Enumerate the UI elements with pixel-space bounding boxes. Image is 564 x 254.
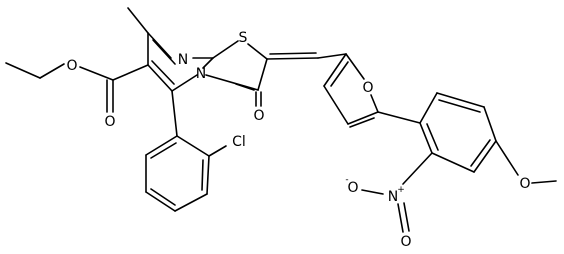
- bond-a1-a2: [176, 135, 210, 157]
- bond-o-methyl: [531, 180, 557, 184]
- bond-cester-ch-inner: [151, 60, 175, 85]
- bond-p6-p1: [419, 122, 433, 154]
- bond-ccarbonyl-oether: [79, 66, 114, 81]
- bond-a6-a1: [145, 135, 178, 156]
- bond-a4-a5: [145, 191, 176, 212]
- thiazolone-ring: [205, 40, 268, 107]
- atom-o-keto: O: [253, 108, 264, 124]
- bond-s-cylidene: [247, 43, 268, 60]
- bond-a6-a1-double: [150, 142, 177, 159]
- atom-n-pyrimidine: N: [178, 52, 188, 68]
- bond-nnitro-otop: [361, 189, 384, 195]
- bond-cylidene-ccarbonyl: [257, 58, 268, 91]
- atom-n-nitro: N: [388, 189, 398, 205]
- bond-p2-p3-double: [438, 99, 481, 113]
- charge-o-nitro-top: -: [345, 175, 348, 185]
- bond-p5-p6: [431, 152, 475, 173]
- bond-p4-p5-double: [470, 139, 491, 167]
- bond-nnitro-obottom-a: [397, 203, 404, 233]
- bond-aryl-o: [495, 140, 519, 176]
- atom-o-ester-ether: O: [66, 58, 77, 74]
- bond-a2-a3-double: [201, 159, 204, 191]
- atom-n-fusion: N: [196, 66, 206, 82]
- bond-a4-a5-double: [150, 188, 176, 206]
- bond-ch-aryl: [171, 90, 178, 137]
- atom-s-thiazole: S: [239, 30, 248, 46]
- bond-oether-ch2: [39, 63, 65, 79]
- bond-p3-p4: [483, 106, 497, 142]
- atom-o-furan: O: [362, 80, 373, 96]
- furan-ring: [317, 53, 379, 128]
- pyrimidine-ring: [147, 32, 214, 92]
- atom-o-ester-carbonyl: O: [104, 114, 115, 130]
- bond-ring-ccarbonyl: [112, 64, 149, 81]
- bond-p6-p1-double: [426, 123, 439, 151]
- bond-c5-c4: [347, 111, 379, 125]
- bond-aryl-nnitro: [402, 152, 433, 185]
- methoxy-group: [495, 140, 557, 184]
- bond-p1-p2: [419, 92, 438, 124]
- ethyl-ester: [5, 62, 149, 113]
- bond-n-cmethyl-double: [152, 39, 176, 65]
- bond-c-s: [212, 40, 239, 59]
- bond-c4-c3: [323, 85, 349, 125]
- bond-aryl-cl: [208, 145, 227, 157]
- bond-nfusion-ccarbonyl-seg: [235, 83, 255, 91]
- bond-o-c5: [370, 94, 379, 113]
- bond-c3-c2: [323, 53, 347, 87]
- bond-c2-o: [345, 53, 365, 80]
- bond-n-cmethyl: [147, 32, 172, 59]
- bond-methyl: [127, 7, 149, 34]
- bond-ch2-ch3: [5, 62, 41, 79]
- bond-nnitro-obottom-b: [403, 202, 410, 232]
- chlorophenyl-ring: [145, 90, 227, 212]
- bond-cester-ch: [147, 64, 173, 92]
- bond-ch-furanc2: [317, 53, 347, 59]
- atom-o-methoxy: O: [519, 176, 530, 192]
- bond-a3-a4: [174, 193, 208, 212]
- bond-p2-p3: [436, 92, 485, 108]
- bond-ccarbonyl-nfusion: [205, 74, 259, 91]
- bond-ylidene-double-a: [266, 57, 319, 60]
- bond-nfusion-c: [202, 57, 214, 69]
- atom-o-nitro-bottom: O: [400, 234, 411, 250]
- methylidene-linker: [266, 52, 319, 60]
- bond-ch-nfusion: [171, 74, 198, 92]
- atom-cl: Cl: [232, 134, 246, 150]
- bond-c3-c2-double: [330, 61, 349, 87]
- bond-p4-p5: [473, 140, 497, 173]
- atom-o-nitro-top: O: [347, 180, 358, 196]
- bond-c5-c4-double: [349, 117, 375, 128]
- charge-n-nitro: +: [397, 185, 405, 195]
- nitro-group: [361, 152, 433, 233]
- bond-a2-a3: [206, 155, 210, 195]
- nitrophenyl-ring: [377, 92, 497, 173]
- bond-furan-phenyl: [377, 111, 421, 124]
- bond-ylidene-double-b: [269, 52, 317, 55]
